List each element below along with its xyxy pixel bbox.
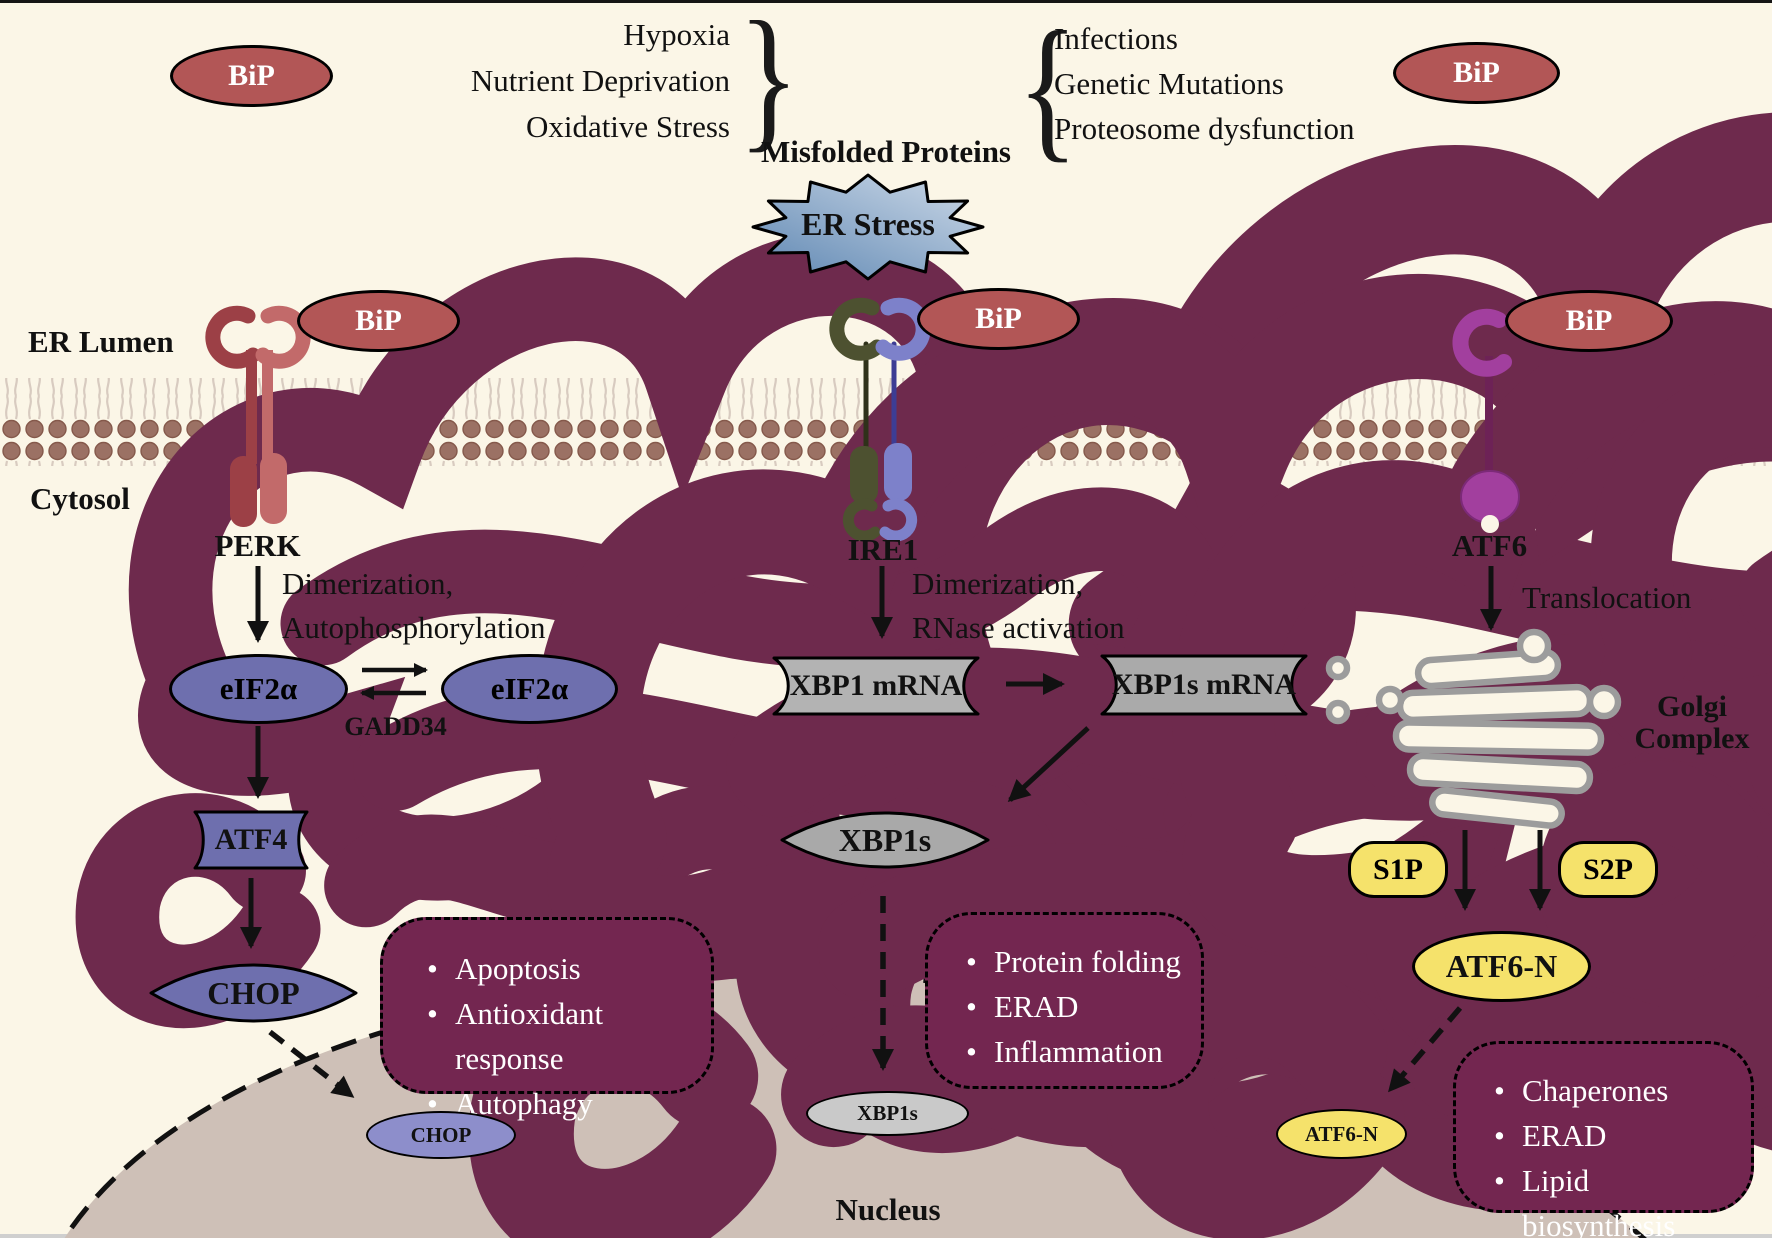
perk-receptor-icon xyxy=(205,305,311,527)
atf6-label: ATF6 xyxy=(1451,528,1528,563)
perk-process-line1: Dimerization, xyxy=(282,566,454,601)
top-border xyxy=(0,0,1772,3)
ire1-label: IRE1 xyxy=(847,532,919,567)
er-lumen-label: ER Lumen xyxy=(28,324,174,359)
cause-item: Genetic Mutations xyxy=(1054,66,1284,101)
ire1-process-line1: Dimerization, xyxy=(912,566,1084,601)
bip-label: BiP xyxy=(228,59,275,92)
bip-label: BiP xyxy=(1453,56,1500,89)
eif2a-label: eIF2α xyxy=(490,671,569,706)
bip-label: BiP xyxy=(355,304,402,337)
outcome-item: Protein folding xyxy=(958,939,1193,984)
bip-chaperone: BiP xyxy=(170,45,333,107)
bip-chaperone: BiP xyxy=(917,288,1080,350)
atf6n-node: ATF6-N xyxy=(1412,931,1591,1002)
s2p-node: S2P xyxy=(1558,841,1658,898)
outcome-item: ERAD xyxy=(958,984,1193,1029)
er-stress-star xyxy=(751,173,985,281)
eif2a-label: eIF2α xyxy=(219,671,298,706)
bip-label: BiP xyxy=(975,302,1022,335)
stress-causes-right: Infections Genetic Mutations Proteosome … xyxy=(1054,16,1394,151)
opening-brace: { xyxy=(1017,0,1079,176)
gadd34-label: GADD34 xyxy=(344,712,447,741)
atf6-process-label: Translocation xyxy=(1522,580,1692,615)
s1p-label: S1P xyxy=(1372,852,1423,886)
eif2a-node: eIF2α xyxy=(169,654,348,724)
nuclear-translocation-arrows xyxy=(268,896,1463,1099)
ire1-process-line2: RNase activation xyxy=(912,610,1125,645)
pathway-arrows xyxy=(240,566,1551,949)
atf6-outcomes-box: Chaperones ERAD Lipid biosynthesis xyxy=(1453,1041,1754,1238)
xbp1-mrna-label: XBP1 mRNA xyxy=(789,669,963,702)
cause-item: Nutrient Deprivation xyxy=(470,63,730,98)
nuclear-chop-label: CHOP xyxy=(410,1122,472,1147)
outcome-item: Antioxidant response xyxy=(419,991,701,1081)
outcome-item: Chaperones xyxy=(1486,1068,1745,1113)
s1p-node: S1P xyxy=(1348,841,1448,898)
outcome-item: Apoptosis xyxy=(419,946,701,991)
stress-causes-left: Hypoxia Nutrient Deprivation Oxidative S… xyxy=(430,12,730,150)
xbp1s-mrna-node: XBP1s mRNA xyxy=(1080,652,1328,718)
xbp1-mrna-node: XBP1 mRNA xyxy=(752,654,1000,718)
cause-item: Proteosome dysfunction xyxy=(1054,111,1355,146)
bip-label: BiP xyxy=(1565,304,1613,337)
atf6-receptor-icon xyxy=(1452,308,1520,533)
equilibrium-arrows xyxy=(360,663,428,700)
outcome-item: ERAD xyxy=(1486,1113,1745,1158)
xbp1s-mrna-label: XBP1s mRNA xyxy=(1111,668,1297,701)
misfolded-proteins-label: Misfolded Proteins xyxy=(761,134,1011,169)
xbp1s-node: XBP1s xyxy=(778,808,992,872)
outcome-item: Inflammation xyxy=(958,1029,1193,1074)
cytosol-label: Cytosol xyxy=(30,481,130,516)
xbp1s-label: XBP1s xyxy=(838,821,932,858)
perk-outcomes-box: Apoptosis Antioxidant response Autophagy xyxy=(380,917,714,1126)
atf4-node: ATF4 xyxy=(181,808,321,872)
nuclear-atf6n-label: ATF6-N xyxy=(1304,1121,1379,1146)
atf6n-label: ATF6-N xyxy=(1445,948,1558,984)
atf4-label: ATF4 xyxy=(214,823,288,856)
bip-chaperone: BiP xyxy=(1393,42,1560,104)
nuclear-xbp1s-label: XBP1s xyxy=(857,1101,918,1125)
golgi-label-line1: Golgi xyxy=(1656,690,1727,723)
ire1-outcomes-box: Protein folding ERAD Inflammation xyxy=(925,912,1204,1089)
perk-label: PERK xyxy=(214,528,301,563)
ribbon-shape xyxy=(1100,654,1308,716)
cause-item: Oxidative Stress xyxy=(525,109,730,144)
nuclear-atf6n-node: ATF6-N xyxy=(1276,1109,1407,1159)
cause-item: Hypoxia xyxy=(623,17,730,52)
perk-process-line2: Autophosphorylation xyxy=(282,610,546,645)
eif2a-phospho-node: eIF2α xyxy=(441,654,618,724)
lens-shape xyxy=(780,811,990,869)
golgi-label-line2: Complex xyxy=(1634,722,1750,755)
chop-node: CHOP xyxy=(147,960,360,1026)
bip-chaperone: BiP xyxy=(1505,290,1673,352)
s2p-label: S2P xyxy=(1582,852,1633,886)
nuclear-chop-node: CHOP xyxy=(366,1111,516,1159)
er-stress-label: ER Stress xyxy=(801,206,935,242)
chop-label: CHOP xyxy=(207,974,300,1011)
nuclear-xbp1s-node: XBP1s xyxy=(806,1091,969,1136)
cause-item: Infections xyxy=(1054,21,1178,56)
ire1-receptor-icon xyxy=(829,297,931,542)
golgi-complex-icon xyxy=(1325,628,1622,829)
outcome-item: Lipid biosynthesis xyxy=(1486,1158,1745,1238)
ribbon-shape xyxy=(193,810,309,870)
lens-shape xyxy=(149,963,358,1023)
ribbon-shape xyxy=(772,656,980,716)
nucleus-label: Nucleus xyxy=(835,1192,941,1227)
bip-chaperone: BiP xyxy=(297,290,460,352)
